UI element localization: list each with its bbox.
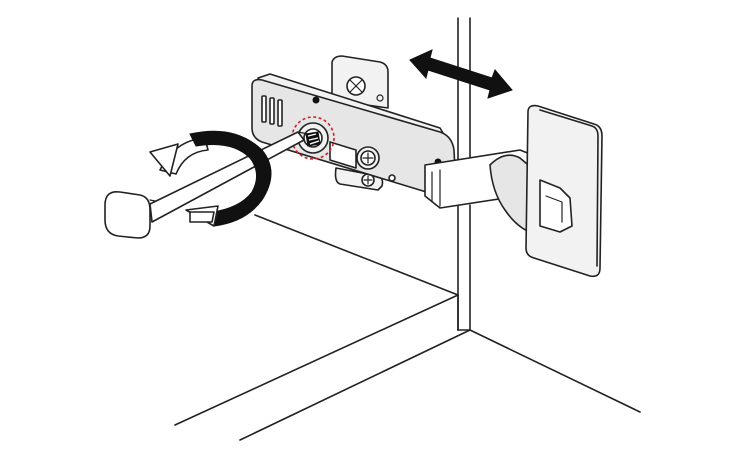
hinge-mounting-plate	[331, 55, 389, 191]
hinge-cup	[489, 104, 603, 278]
depth-adjustment-screw	[297, 122, 329, 154]
rotation-arrow-icon	[149, 130, 272, 227]
double-arrow-icon	[409, 49, 513, 99]
highlight-circle	[291, 116, 335, 160]
cabinet-outline	[174, 17, 641, 441]
